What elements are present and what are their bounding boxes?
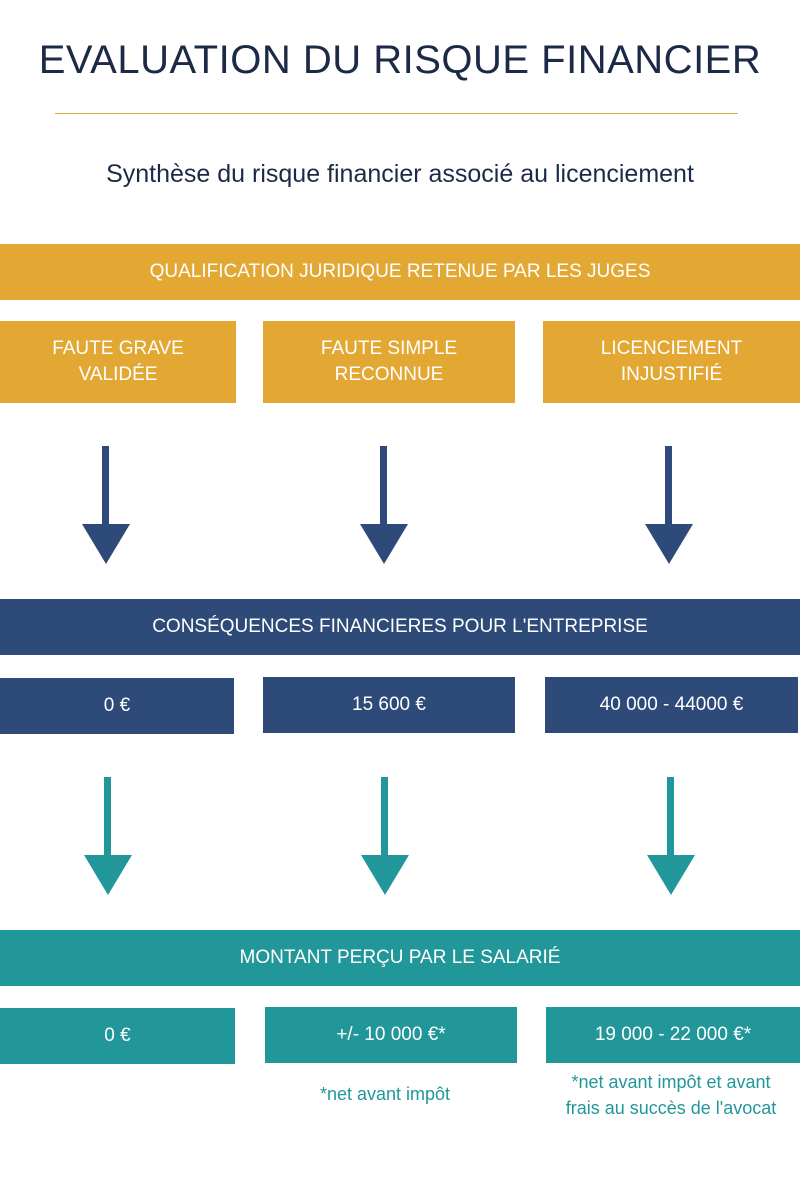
arrow-down-icon — [82, 446, 130, 564]
employee-value-faute-simple: +/- 10 000 €* — [265, 1007, 517, 1063]
qualification-faute-simple-line2: RECONNUE — [334, 364, 444, 385]
employee-amount-header: MONTANT PERÇU PAR LE SALARIÉ — [0, 930, 800, 986]
qualification-header: QUALIFICATION JURIDIQUE RETENUE PAR LES … — [0, 244, 800, 300]
qualification-faute-simple: FAUTE SIMPLE RECONNUE — [263, 321, 515, 403]
qualification-licenciement-injustifie: LICENCIEMENT INJUSTIFIÉ — [543, 321, 800, 403]
consequence-value-licenciement: 40 000 - 44000 € — [545, 677, 798, 733]
consequence-value-faute-grave: 0 € — [0, 678, 234, 734]
qualification-faute-simple-line1: FAUTE SIMPLE — [320, 338, 458, 359]
qualification-faute-grave-line2: VALIDÉE — [78, 364, 158, 385]
title-divider — [55, 113, 738, 114]
arrow-down-icon — [361, 777, 409, 895]
employee-value-licenciement: 19 000 - 22 000 €* — [546, 1007, 800, 1063]
page-title: EVALUATION DU RISQUE FINANCIER — [38, 38, 762, 82]
consequence-value-faute-simple: 15 600 € — [263, 677, 515, 733]
arrow-down-icon — [645, 446, 693, 564]
consequences-header: CONSÉQUENCES FINANCIERES POUR L'ENTREPRI… — [0, 599, 800, 655]
footnote-licenciement-line1: *net avant impôt et avant — [571, 1072, 771, 1092]
qualification-licenciement-line1: LICENCIEMENT — [600, 338, 743, 359]
arrow-down-icon — [647, 777, 695, 895]
qualification-faute-grave: FAUTE GRAVE VALIDÉE — [0, 321, 236, 403]
page-subtitle: Synthèse du risque financier associé au … — [106, 160, 694, 188]
footnote-licenciement: *net avant impôt et avant frais au succè… — [540, 1069, 800, 1121]
arrow-down-icon — [360, 446, 408, 564]
employee-value-faute-grave: 0 € — [0, 1008, 235, 1064]
footnote-faute-simple: *net avant impôt — [319, 1084, 451, 1104]
footnote-licenciement-line2: frais au succès de l'avocat — [565, 1098, 777, 1118]
qualification-faute-grave-line1: FAUTE GRAVE — [52, 338, 184, 359]
qualification-licenciement-line2: INJUSTIFIÉ — [620, 364, 723, 385]
arrow-down-icon — [84, 777, 132, 895]
